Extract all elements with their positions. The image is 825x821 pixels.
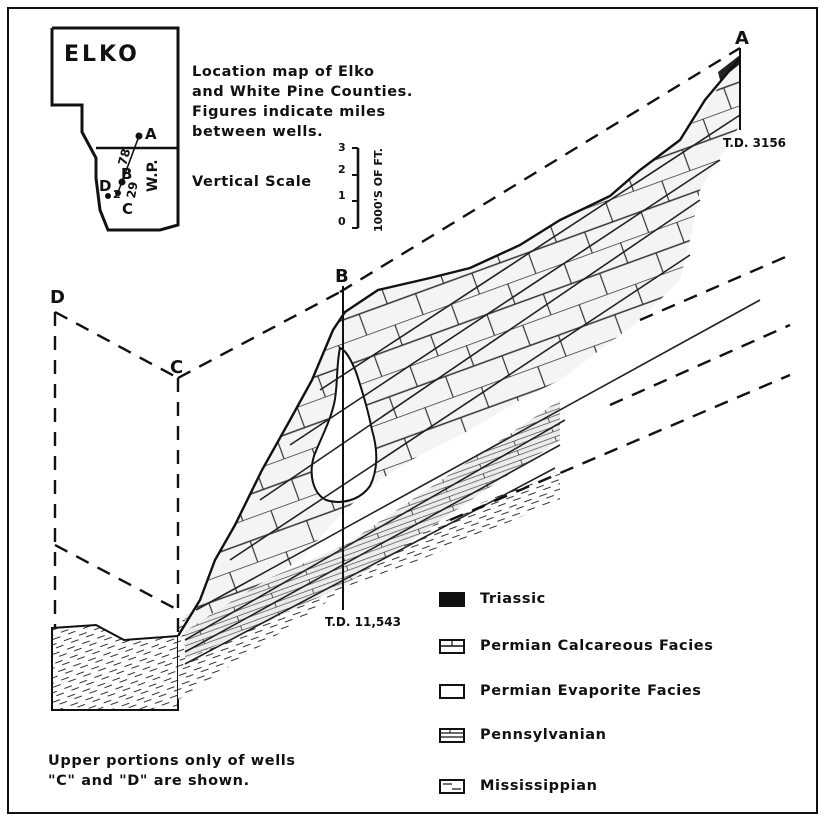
legend-permian-evaporite: Permian Evaporite Facies: [480, 683, 702, 699]
scale-tick-3: 3: [338, 141, 346, 154]
map-caption-line-1: Location map of Elko: [192, 64, 375, 80]
footnote-line-1: Upper portions only of wells: [48, 753, 296, 769]
pennsylvanian-unit: [185, 400, 560, 660]
footnote-line-2: "C" and "D" are shown.: [48, 773, 250, 789]
scale-tick-0: 0: [338, 215, 346, 228]
map-caption-line-4: between wells.: [192, 124, 324, 140]
map-well-d: D: [99, 177, 112, 195]
scale-unit-label: 1000'S OF FT.: [372, 148, 385, 232]
vertical-scale-bar: [352, 147, 360, 229]
legend-pennsylvanian: Pennsylvanian: [480, 727, 607, 743]
well-a-label: A: [735, 28, 749, 49]
map-well-c: C: [122, 200, 134, 218]
top-surface-profile: [176, 57, 741, 637]
well-d-label: D: [50, 287, 65, 308]
mississippian-unit-2: [178, 470, 560, 700]
figure-border: [7, 7, 818, 814]
dashed-lines: [53, 46, 791, 636]
scale-title: Vertical Scale: [192, 174, 312, 190]
mississippian-unit: [51, 623, 179, 711]
map-well-b: B: [121, 165, 133, 183]
well-a-total-depth: T.D. 3156: [723, 136, 787, 150]
well-b-label: B: [335, 266, 349, 287]
well-b-total-depth: T.D. 11,543: [325, 615, 401, 629]
legend-mississippian: Mississippian: [480, 778, 598, 794]
map-caption-line-2: and White Pine Counties.: [192, 84, 413, 100]
location-map: [50, 26, 180, 232]
legend-swatches: [439, 592, 465, 794]
map-county-elko: ELKO: [64, 42, 140, 67]
well-c-label: C: [170, 357, 184, 378]
scale-tick-2: 2: [338, 163, 346, 176]
bedding-lines: [184, 114, 761, 665]
map-caption-line-3: Figures indicate miles: [192, 104, 386, 120]
map-well-a: A: [145, 125, 157, 143]
legend-triassic: Triassic: [480, 591, 546, 607]
scale-tick-1: 1: [338, 189, 346, 202]
map-distance-bc: 29: [124, 180, 141, 200]
map-county-wp: W.P.: [145, 159, 161, 192]
triassic-unit: [718, 55, 740, 80]
permian-calcareous-unit: [178, 58, 740, 636]
legend-permian-calcareous: Permian Calcareous Facies: [480, 638, 714, 654]
map-distance-cd: 2: [113, 188, 121, 201]
